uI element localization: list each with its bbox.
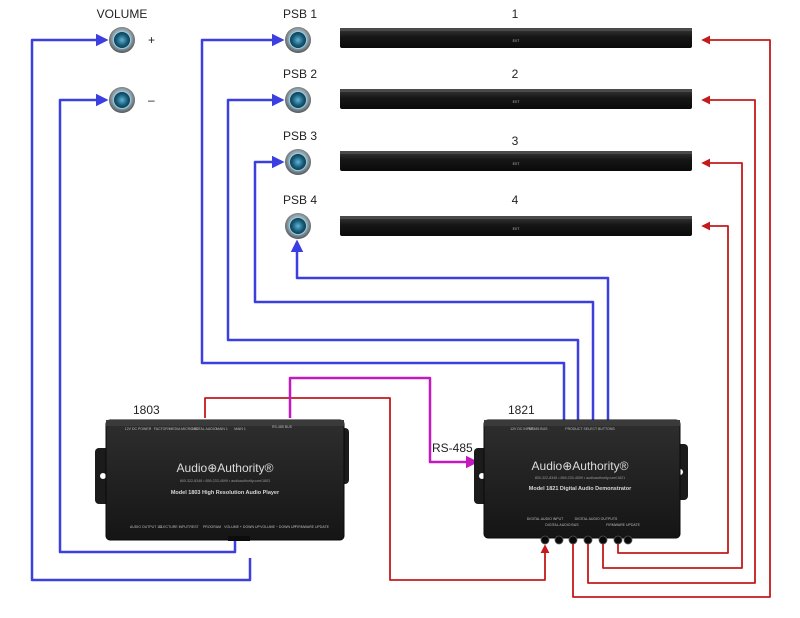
volume-plus-label: + [148,33,155,47]
d1803-port-main1: MAIN 1 [216,427,228,431]
rs485-wire [288,376,479,469]
soundbar3-display: EXT [513,162,521,166]
soundbar4-display: EXT [513,227,521,231]
volume-plus-button[interactable] [109,27,135,53]
d1821-port-rs485: RS485 BUS [529,427,549,431]
wire-psb4 [290,239,610,425]
wire-out4-bar4 [617,221,729,554]
device-1821-number: 1821 [508,403,535,417]
d1803-contact: 800-322-8346 • 859-233-4599 • audioautho… [180,479,270,483]
d1803-port-digital: DIGITAL AUDIO [191,427,216,431]
device-1803-number: 1803 [133,403,160,417]
d1803-model: Model 1803 High Resolution Audio Player [171,490,280,496]
wire-out3-bar3 [602,158,743,569]
psb4-label: PSB 4 [283,193,317,207]
d1803-brand: Audio⊕Authority® [177,461,274,475]
soundbar-4: EXT [340,216,692,236]
wire-psb3 [253,155,595,425]
device-1803: 12V DC POWER FACTORY MEDIA MICRO SD DIGI… [95,419,349,541]
soundbar4-label: 4 [512,193,519,207]
wire-volume-plus [30,33,252,582]
wire-volume-minus [58,93,237,554]
psb2-button[interactable] [285,87,311,113]
d1821-port-power: 12V DC INPUT [510,427,535,431]
volume-label: VOLUME [97,7,148,21]
psb1-button[interactable] [285,27,311,53]
soundbar2-display: EXT [513,100,521,104]
soundbar-2: EXT [340,89,692,109]
d1803-bus-label: RS-485 BUS [272,425,293,429]
psb3-label: PSB 3 [283,129,317,143]
soundbar-1: EXT [340,28,692,48]
psb1-label: PSB 1 [283,7,317,21]
wire-1803-to-1821-digital-in [204,397,550,581]
d1821-port-digital-bus: DIGITAL AUDIO BUS [545,523,579,527]
blue-wires [30,33,610,582]
d1821-brand: Audio⊕Authority® [532,459,629,473]
d1803-port-volume-down: VOLUME − DOWN UP [260,525,296,529]
wire-out2-bar2 [587,95,756,584]
d1821-port-firmware: FIRMWARE UPDATE [606,523,640,527]
soundbar1-display: EXT [513,39,521,43]
red-wires [204,35,771,598]
d1803-port-audio-out: AUDIO OUTPUT 1 2 [130,525,162,529]
soundbar3-label: 3 [512,134,519,148]
d1803-port-factory: FACTORY [154,427,171,431]
d1821-jacks [540,535,633,545]
psb2-label: PSB 2 [283,67,317,81]
d1821-contact: 800-322-8346 • 859-233-4599 • audioautho… [535,476,625,480]
psb3-button[interactable] [285,149,311,175]
soundbar1-label: 1 [512,7,519,21]
volume-minus-label: – [148,93,155,107]
d1821-port-digital-in: DIGITAL AUDIO INPUT [527,517,564,521]
wire-psb2 [226,93,580,425]
d1803-port-main2: MAIN 1 [234,427,246,431]
device-1821: 12V DC INPUT RS485 BUS PRODUCT SELECT BU… [474,419,688,545]
d1803-port-program: PROGRAM [203,525,221,529]
d1803-port-lecture: ELECTURE INPUT [159,525,190,529]
psb4-button[interactable] [285,213,311,239]
rs485-label: RS-485 [432,441,473,455]
d1803-port-rest: REST [189,525,199,529]
wire-psb1 [200,33,566,425]
volume-minus-button[interactable] [109,87,135,113]
d1821-model: Model 1821 Digital Audio Demonstrator [529,486,632,492]
d1803-port-power: 12V DC POWER [125,427,152,431]
d1821-port-digital-outputs: DIGITAL AUDIO OUTPUTS [575,517,618,521]
soundbar-3: EXT [340,151,692,171]
soundbar2-label: 2 [512,67,519,81]
d1821-port-buttons: PRODUCT SELECT BUTTONS [565,427,615,431]
d1803-port-volume-up: VOLUME + DOWN UP [224,525,260,529]
wire-out1-bar1 [572,35,771,598]
d1803-port-media: MEDIA MICRO SD [169,427,199,431]
d1803-port-firmware: FIRMWARE UPDATE [295,525,329,529]
